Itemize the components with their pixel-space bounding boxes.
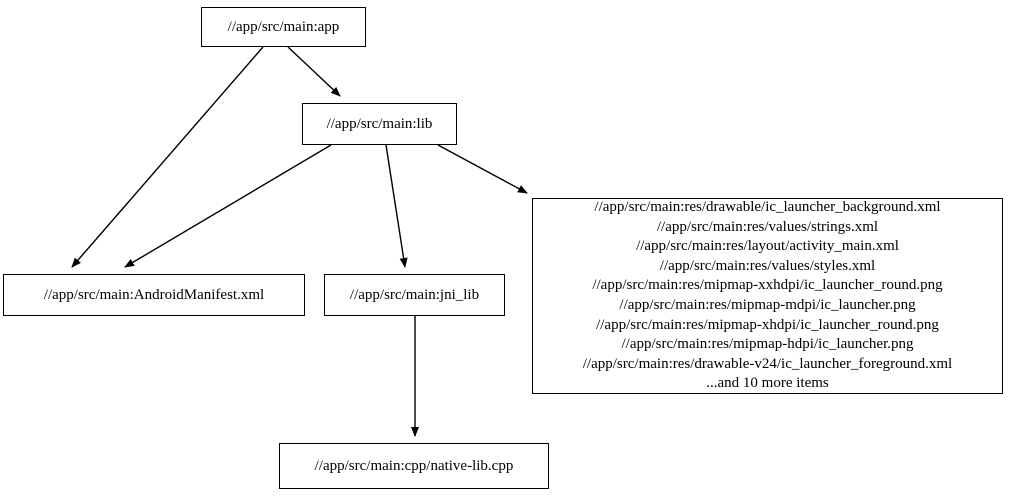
edge-lib-to-jni-lib	[385, 144, 408, 268]
edge-app-to-androidmanifest	[71, 46, 264, 268]
node-jni-lib-label: //app/src/main:jni_lib	[349, 286, 480, 303]
node-native-lib-cpp-label: //app/src/main:cpp/native-lib.cpp	[314, 457, 514, 474]
edge-app-to-lib	[287, 46, 341, 97]
edge-lib-to-androidmanifest	[124, 144, 332, 268]
node-lib[interactable]: //app/src/main:lib	[302, 103, 457, 145]
node-native-lib-cpp[interactable]: //app/src/main:cpp/native-lib.cpp	[279, 443, 549, 489]
node-androidmanifest-label: //app/src/main:AndroidManifest.xml	[43, 286, 265, 303]
node-androidmanifest[interactable]: //app/src/main:AndroidManifest.xml	[3, 274, 305, 316]
node-app-label: //app/src/main:app	[227, 18, 340, 35]
node-app[interactable]: //app/src/main:app	[201, 7, 366, 47]
edge-lib-to-res-list	[437, 144, 528, 194]
node-lib-label: //app/src/main:lib	[326, 115, 433, 132]
node-res-list[interactable]: //app/src/main:res/drawable/ic_launcher_…	[532, 198, 1003, 394]
node-res-list-label: //app/src/main:res/drawable/ic_launcher_…	[582, 199, 953, 392]
node-jni-lib[interactable]: //app/src/main:jni_lib	[324, 274, 505, 316]
